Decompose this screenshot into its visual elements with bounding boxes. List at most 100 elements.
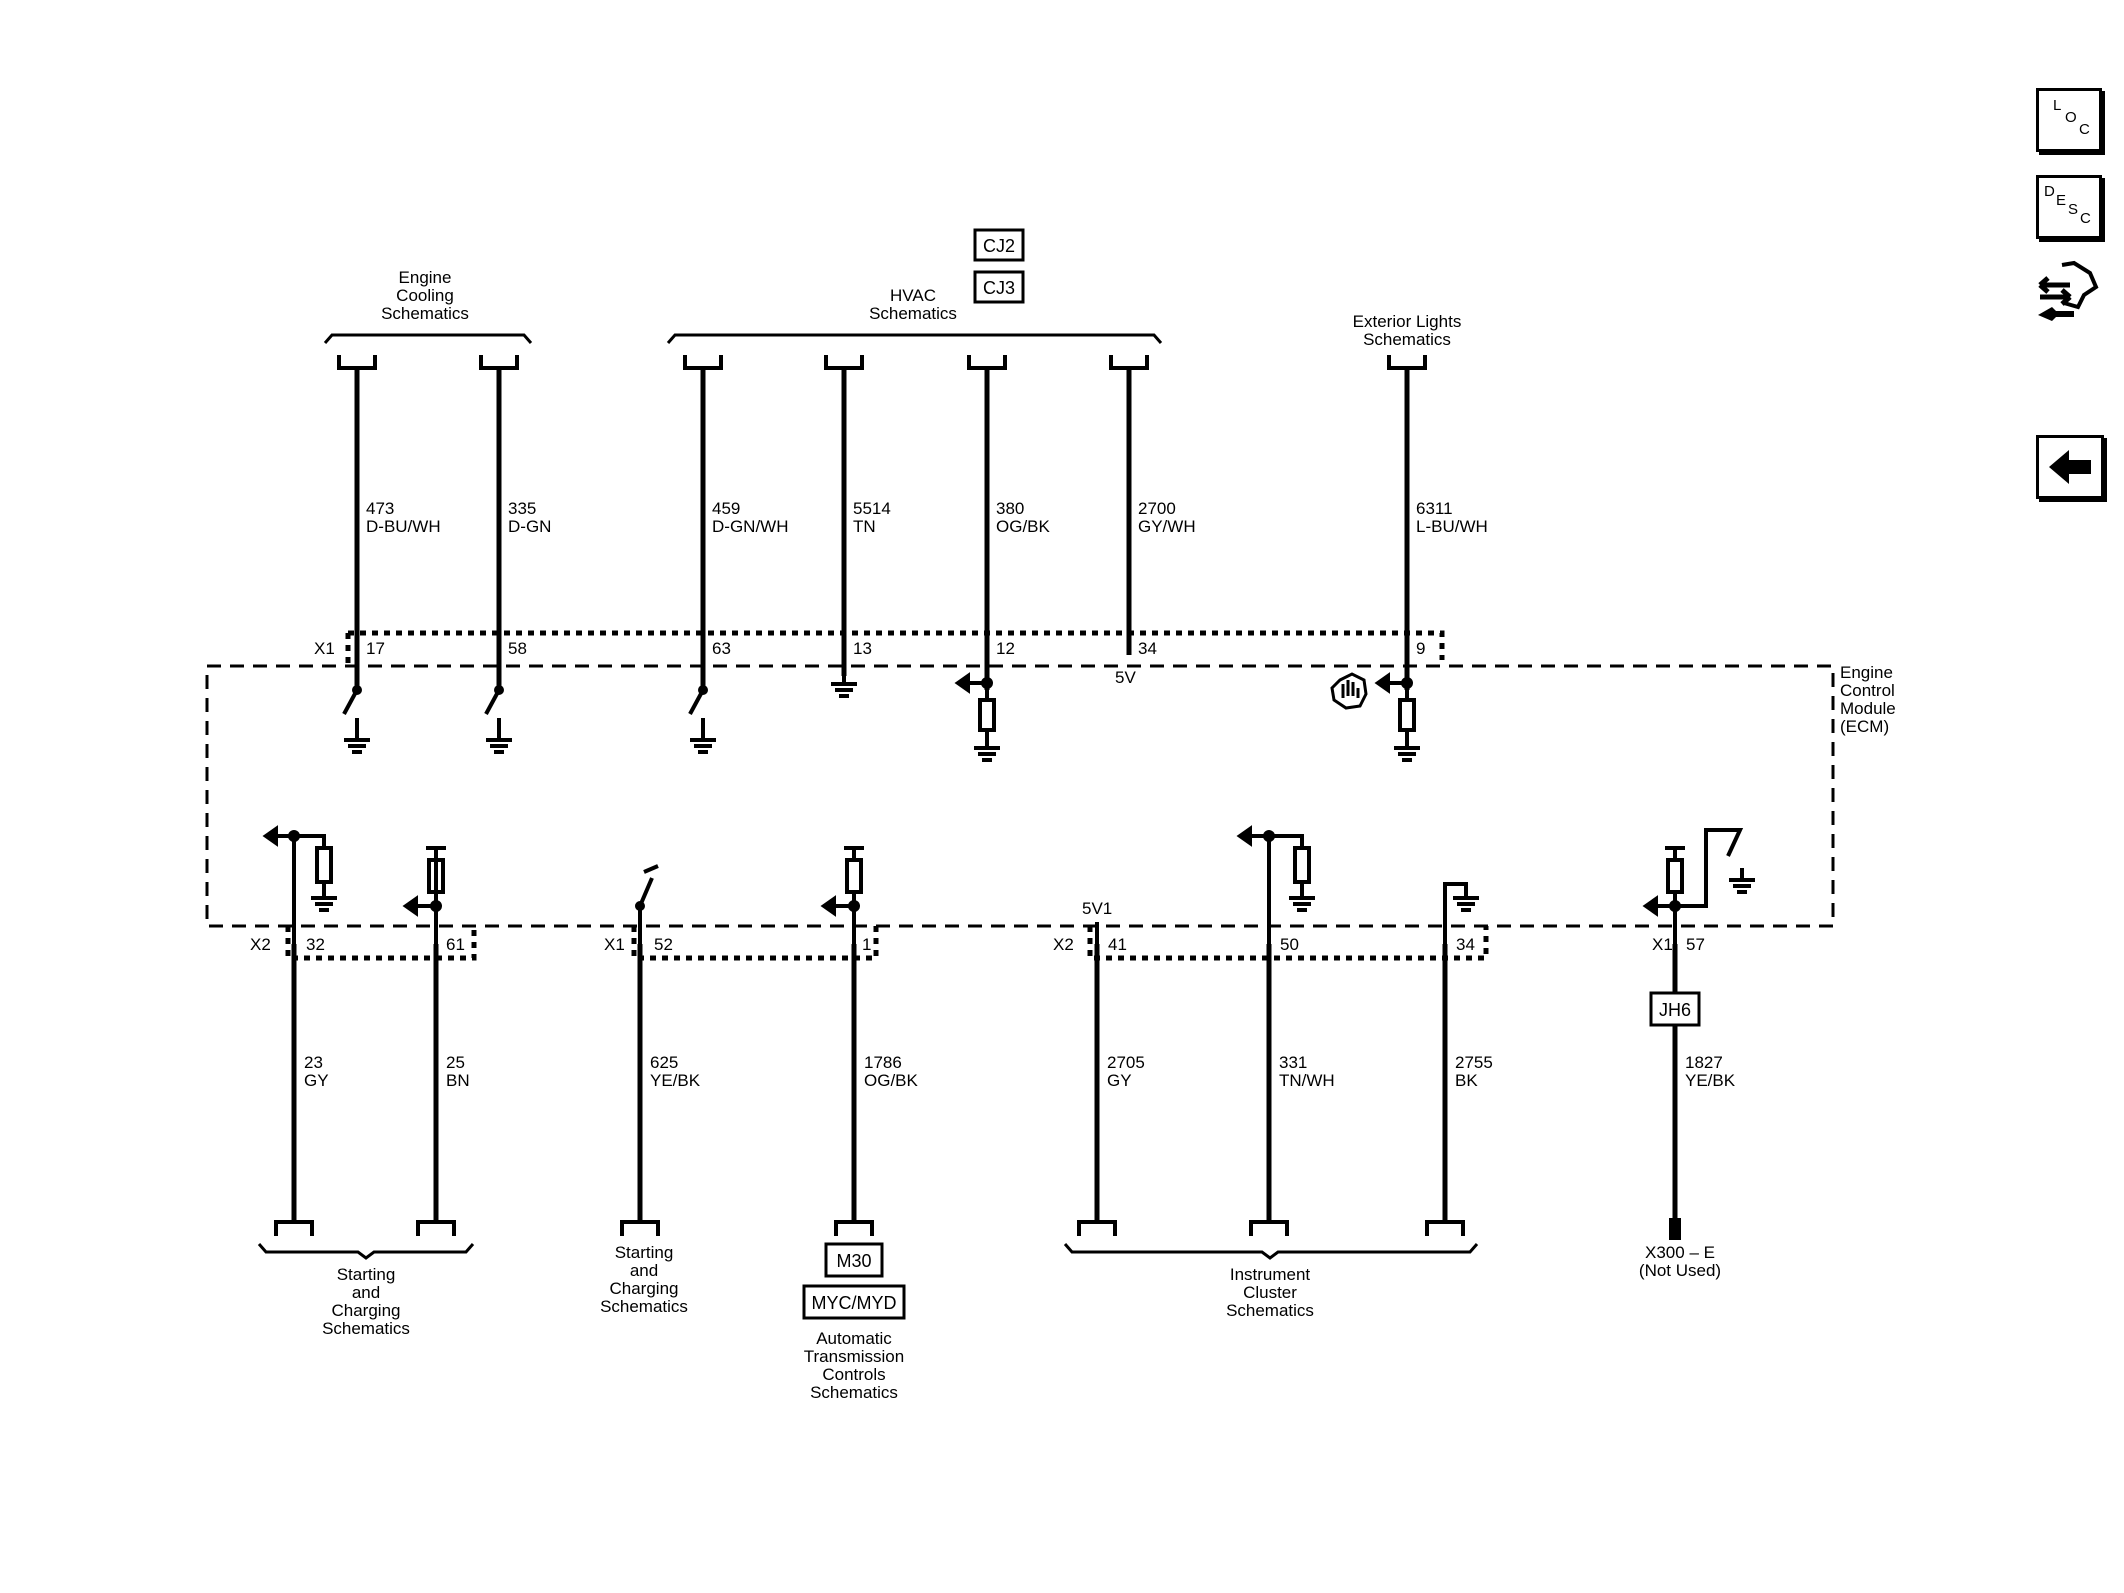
wire-1786-circuit: 1786 bbox=[864, 1053, 902, 1072]
svg-text:Instrument: Instrument bbox=[1230, 1265, 1311, 1284]
wire-5514-color: TN bbox=[853, 517, 876, 536]
engine-cooling-bracket bbox=[323, 333, 533, 344]
wire-1827-color: YE/BK bbox=[1685, 1071, 1736, 1090]
svg-text:Exterior Lights: Exterior Lights bbox=[1353, 312, 1462, 331]
svg-text:X300 – E: X300 – E bbox=[1645, 1243, 1715, 1262]
wire-6311-circuit: 6311 bbox=[1416, 499, 1453, 518]
svg-text:HVAC: HVAC bbox=[890, 286, 936, 305]
wire-6311-color: L-BU/WH bbox=[1416, 517, 1488, 536]
wire-331-color: TN/WH bbox=[1279, 1071, 1335, 1090]
svg-text:Schematics: Schematics bbox=[1363, 330, 1451, 349]
svg-text:Engine: Engine bbox=[1840, 663, 1893, 682]
wire-473-circuit: 473 bbox=[366, 499, 394, 518]
svg-text:MYC/MYD: MYC/MYD bbox=[812, 1293, 897, 1313]
svg-text:M30: M30 bbox=[836, 1251, 871, 1271]
svg-text:Module: Module bbox=[1840, 699, 1896, 718]
svg-text:Starting: Starting bbox=[337, 1265, 396, 1284]
five-v1-label: 5V1 bbox=[1082, 899, 1112, 918]
cj3-connector-box: CJ3 bbox=[973, 270, 1025, 304]
svg-text:Schematics: Schematics bbox=[810, 1383, 898, 1402]
svg-text:13: 13 bbox=[853, 639, 872, 658]
loc-letter-l: L bbox=[2053, 97, 2062, 114]
svg-text:Schematics: Schematics bbox=[322, 1319, 410, 1338]
svg-text:61: 61 bbox=[446, 935, 465, 954]
wire-5514-circuit: 5514 bbox=[853, 499, 891, 518]
svg-text:(Not Used): (Not Used) bbox=[1639, 1261, 1721, 1280]
loc-letter-c: C bbox=[2079, 121, 2090, 138]
svg-text:34: 34 bbox=[1138, 639, 1157, 658]
wire-2705-circuit: 2705 bbox=[1107, 1053, 1145, 1072]
desc-letter-c: C bbox=[2080, 210, 2091, 227]
svg-text:Cluster: Cluster bbox=[1243, 1283, 1297, 1302]
bottom-wire-labels: 23 GY 25 BN 625 YE/BK 1786 OG/BK 2705 GY… bbox=[304, 1053, 1736, 1090]
wire-25-circuit: 25 bbox=[446, 1053, 465, 1072]
x300-terminal bbox=[1669, 1218, 1681, 1240]
svg-text:and: and bbox=[630, 1261, 658, 1280]
desc-letter-e: E bbox=[2056, 192, 2067, 209]
svg-text:Schematics: Schematics bbox=[381, 304, 469, 323]
svg-text:Starting: Starting bbox=[615, 1243, 674, 1262]
location-button[interactable]: L O C bbox=[2036, 88, 2102, 152]
exterior-lights-label: Exterior Lights Schematics bbox=[1353, 312, 1462, 349]
svg-text:52: 52 bbox=[654, 935, 673, 954]
svg-text:41: 41 bbox=[1108, 935, 1127, 954]
wire-23-circuit: 23 bbox=[304, 1053, 323, 1072]
svg-text:32: 32 bbox=[306, 935, 325, 954]
jh6-splice-box: JH6 bbox=[1649, 991, 1701, 1027]
m30-connector-box: M30 bbox=[824, 1242, 884, 1278]
desc-letter-s: S bbox=[2068, 201, 2079, 218]
esd-hand-icon bbox=[1330, 672, 1368, 710]
svg-text:CJ2: CJ2 bbox=[983, 236, 1015, 256]
loc-letter-o: O bbox=[2065, 109, 2077, 126]
svg-text:Charging: Charging bbox=[610, 1279, 679, 1298]
starting-charging-left-label: Starting and Charging Schematics bbox=[322, 1265, 410, 1338]
ecm-module-outline bbox=[205, 664, 1835, 928]
bottom-connector-pins: X2 32 61 X1 52 1 X2 41 50 34 X1 57 bbox=[250, 935, 1705, 954]
wire-2755-color: BK bbox=[1455, 1071, 1478, 1090]
back-arrow-button[interactable] bbox=[2036, 435, 2104, 499]
svg-text:9: 9 bbox=[1416, 639, 1425, 658]
svg-text:CJ3: CJ3 bbox=[983, 278, 1015, 298]
svg-text:Automatic: Automatic bbox=[816, 1329, 892, 1348]
x300-label: X300 – E (Not Used) bbox=[1639, 1243, 1721, 1280]
svg-text:Schematics: Schematics bbox=[1226, 1301, 1314, 1320]
wire-25-color: BN bbox=[446, 1071, 470, 1090]
wire-380-color: OG/BK bbox=[996, 517, 1051, 536]
svg-text:JH6: JH6 bbox=[1659, 1000, 1691, 1020]
svg-text:57: 57 bbox=[1686, 935, 1705, 954]
svg-text:17: 17 bbox=[366, 639, 385, 658]
svg-text:Control: Control bbox=[1840, 681, 1895, 700]
svg-text:63: 63 bbox=[712, 639, 731, 658]
wire-331-circuit: 331 bbox=[1279, 1053, 1307, 1072]
description-button[interactable]: D E S C bbox=[2036, 175, 2102, 239]
wire-335-color: D-GN bbox=[508, 517, 551, 536]
wire-2700-color: GY/WH bbox=[1138, 517, 1196, 536]
wire-625-circuit: 625 bbox=[650, 1053, 678, 1072]
wire-459-color: D-GN/WH bbox=[712, 517, 788, 536]
connector-end-view-icon[interactable] bbox=[2034, 255, 2104, 335]
hvac-label: HVAC Schematics bbox=[869, 286, 957, 323]
svg-text:X1: X1 bbox=[314, 639, 335, 658]
svg-text:Schematics: Schematics bbox=[600, 1297, 688, 1316]
x1-top-pins: X1 17 58 63 13 12 34 9 bbox=[314, 639, 1425, 658]
svg-text:(ECM): (ECM) bbox=[1840, 717, 1889, 736]
cj2-connector-box: CJ2 bbox=[973, 228, 1025, 262]
five-v-label: 5V bbox=[1115, 668, 1136, 687]
wire-1786-color: OG/BK bbox=[864, 1071, 919, 1090]
x1-top-connector-strip bbox=[348, 630, 1445, 660]
svg-text:X2: X2 bbox=[250, 935, 271, 954]
svg-text:Controls: Controls bbox=[822, 1365, 885, 1384]
svg-text:Cooling: Cooling bbox=[396, 286, 454, 305]
wire-380-circuit: 380 bbox=[996, 499, 1024, 518]
ecm-bottom-internal-circuits bbox=[262, 825, 1755, 944]
hvac-bracket bbox=[666, 333, 1163, 344]
svg-text:Schematics: Schematics bbox=[869, 304, 957, 323]
svg-text:and: and bbox=[352, 1283, 380, 1302]
svg-text:50: 50 bbox=[1280, 935, 1299, 954]
wire-459-circuit: 459 bbox=[712, 499, 740, 518]
automatic-transmission-label: Automatic Transmission Controls Schemati… bbox=[804, 1329, 904, 1402]
starting-charging-left-bracket bbox=[257, 1243, 475, 1260]
desc-letter-d: D bbox=[2044, 183, 2055, 200]
engine-cooling-label: Engine Cooling Schematics bbox=[381, 268, 469, 323]
